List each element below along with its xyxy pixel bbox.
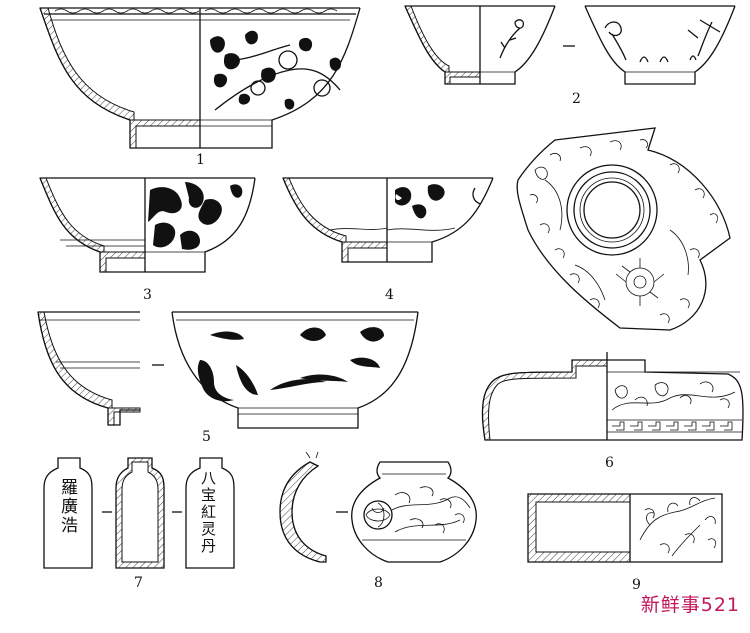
figure-label-7: 7 bbox=[134, 575, 143, 591]
bowl-1-drawing bbox=[39, 7, 361, 149]
dish-fragment-drawing bbox=[516, 127, 731, 331]
bowl-5-drawing bbox=[37, 311, 419, 429]
figure-label-5: 5 bbox=[202, 429, 211, 445]
jar-inscription-left: 羅廣浩 bbox=[57, 478, 77, 535]
bowl-4-drawing bbox=[282, 177, 494, 263]
figure-label-3: 3 bbox=[143, 287, 152, 303]
bowl-3-drawing bbox=[39, 177, 256, 273]
figure-label-8: 8 bbox=[374, 575, 383, 591]
jar-inscription-right: 八宝紅灵丹 bbox=[199, 470, 217, 555]
figure-label-2: 2 bbox=[572, 91, 581, 107]
figure-label-9: 9 bbox=[632, 577, 641, 593]
watermark-text: 新鲜事521 bbox=[640, 594, 740, 616]
figure-label-1: 1 bbox=[196, 152, 205, 168]
box-9-drawing bbox=[527, 493, 723, 563]
cup-2-drawing bbox=[404, 5, 736, 85]
figure-label-4: 4 bbox=[385, 287, 394, 303]
lid-6-drawing bbox=[481, 352, 744, 441]
figure-label-6: 6 bbox=[605, 455, 614, 471]
jar-7-drawing bbox=[43, 457, 235, 569]
jar-8-drawing bbox=[279, 451, 477, 563]
